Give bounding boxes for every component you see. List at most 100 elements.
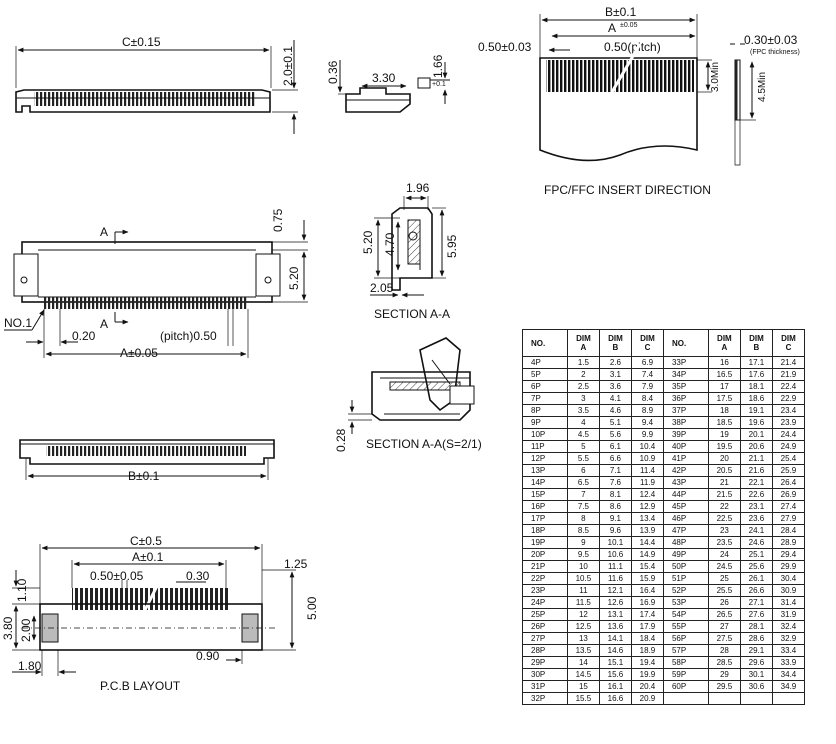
table-cell: 12.4	[630, 488, 664, 501]
table-cell: 9	[566, 536, 600, 549]
table-cell: 28.5	[707, 656, 741, 669]
table-cell: 60P	[662, 680, 709, 693]
table-cell: 6	[566, 464, 600, 477]
table-cell: 29P	[522, 656, 568, 669]
table-cell: 25.5	[707, 584, 741, 597]
table-cell: 21.1	[739, 452, 773, 465]
table-cell: 18	[707, 404, 741, 417]
table-cell: 6.9	[630, 356, 664, 369]
plan-075-label: 0.75	[271, 208, 285, 232]
table-cell: 22.4	[771, 380, 806, 393]
table-cell: 26.6	[739, 584, 773, 597]
table-cell: 23.6	[739, 512, 773, 525]
table-cell: 7.5	[566, 500, 600, 513]
table-cell: 32.4	[771, 620, 806, 633]
table-cell: 33.9	[771, 656, 806, 669]
table-cell: 40P	[662, 440, 709, 453]
table-cell: 22.1	[739, 476, 773, 489]
table-cell: 8.4	[630, 392, 664, 405]
table-cell: 3	[566, 392, 600, 405]
table-cell: 20	[707, 452, 741, 465]
table-cell: 28.6	[739, 632, 773, 645]
table-cell: 2.6	[598, 356, 632, 369]
table-cell: 25.9	[771, 464, 806, 477]
table-cell	[707, 692, 741, 705]
table-cell: 24.6	[739, 536, 773, 549]
table-cell: 15.6	[598, 668, 632, 681]
table-cell: 19	[707, 428, 741, 441]
pcb-c-label: C±0.5	[130, 534, 162, 548]
table-cell: 31P	[522, 680, 568, 693]
table-cell: 19.9	[630, 668, 664, 681]
table-cell: 19P	[522, 536, 568, 549]
top-side-view: 0.36 3.30 1.66 +0.1	[326, 54, 450, 113]
table-cell: 7.1	[598, 464, 632, 477]
table-cell	[662, 692, 709, 705]
table-cell: 20.5	[707, 464, 741, 477]
table-cell: 10.4	[630, 440, 664, 453]
table-cell: 4	[566, 416, 600, 429]
table-cell: 16.9	[630, 596, 664, 609]
table-cell: 19.4	[630, 656, 664, 669]
table-cell: 19.1	[739, 404, 773, 417]
pcb-layout: C±0.5 A±0.1 0.50±0.05 0.30 1.25 5.00 1.1…	[1, 534, 319, 693]
table-cell: 4P	[522, 356, 568, 369]
table-cell: 26.9	[771, 488, 806, 501]
table-cell: 21.4	[771, 356, 806, 369]
table-cell: 18.6	[739, 392, 773, 405]
pcb-a-label: A±0.1	[132, 550, 164, 564]
table-cell: 28.4	[771, 524, 806, 537]
table-cell: 10.5	[566, 572, 600, 585]
table-cell: 5.1	[598, 416, 632, 429]
table-cell: 27	[707, 620, 741, 633]
table-cell: 3.6	[598, 380, 632, 393]
table-cell: 5P	[522, 368, 568, 381]
pcb-caption: P.C.B LAYOUT	[100, 679, 181, 693]
table-cell: 23.9	[771, 416, 806, 429]
sec-470-label: 4.70	[383, 232, 397, 256]
table-cell: 17	[707, 380, 741, 393]
table-cell: 6.1	[598, 440, 632, 453]
table-cell: 14	[566, 656, 600, 669]
table-cell: 7.4	[630, 368, 664, 381]
table-cell: 34.4	[771, 668, 806, 681]
table-cell: 14P	[522, 476, 568, 489]
table-cell: 59P	[662, 668, 709, 681]
table-cell: 19.5	[707, 440, 741, 453]
table-cell: 29.1	[739, 644, 773, 657]
plan-view: A A 0.75 5.20 NO.1 0.20 (pitch)0.50 A±0.…	[4, 208, 308, 360]
table-cell: 18.9	[630, 644, 664, 657]
table-cell: 52P	[662, 584, 709, 597]
table-cell: 17.6	[739, 368, 773, 381]
table-cell: 15.4	[630, 560, 664, 573]
table-cell: 10.1	[598, 536, 632, 549]
table-cell: 29.9	[771, 560, 806, 573]
table-cell: 17.4	[630, 608, 664, 621]
table-cell: 6P	[522, 380, 568, 393]
table-cell: 7P	[522, 392, 568, 405]
pcb-500-label: 5.00	[305, 596, 319, 620]
table-cell: 4.6	[598, 404, 632, 417]
table-cell: 9.4	[630, 416, 664, 429]
table-cell: 58P	[662, 656, 709, 669]
table-cell: 11.9	[630, 476, 664, 489]
table-cell: 25.1	[739, 548, 773, 561]
fpc-min45-label: 4.5Min	[757, 72, 768, 102]
table-cell: 16.4	[630, 584, 664, 597]
table-cell: 35P	[662, 380, 709, 393]
table-cell: 5.6	[598, 428, 632, 441]
table-cell: 9.6	[598, 524, 632, 537]
table-cell: 7.9	[630, 380, 664, 393]
top-height-label: 2.0±0.1	[281, 46, 295, 86]
table-cell: 31.4	[771, 596, 806, 609]
table-cell: 12P	[522, 452, 568, 465]
